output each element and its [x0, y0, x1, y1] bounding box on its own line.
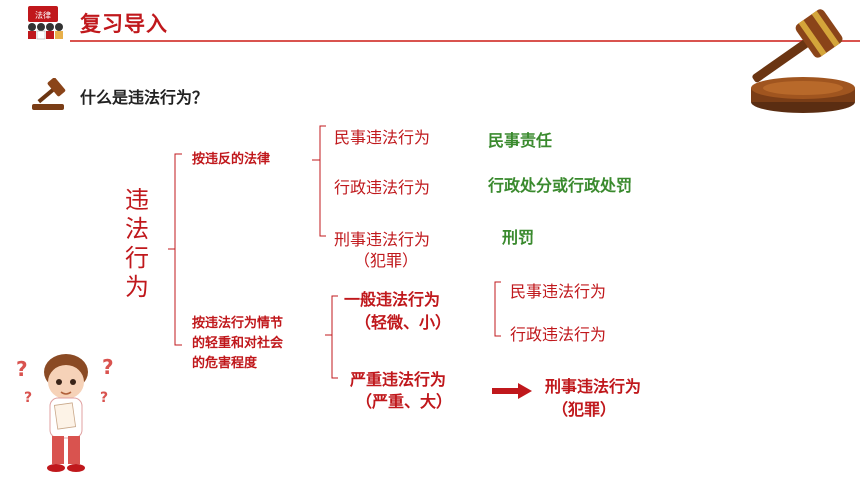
- gavel-small-icon: [28, 77, 68, 112]
- question-text: 什么是违法行为？: [80, 88, 209, 107]
- b2-serious-note: （严重、大）: [356, 392, 453, 411]
- thinking-boy-illustration: ? ? ? ?: [10, 346, 120, 476]
- branch2-label-line: 的危害程度: [192, 356, 258, 371]
- b1-item-criminal: 刑事违法行为: [334, 230, 431, 249]
- branch2-label-line: 的轻重和对社会: [192, 336, 284, 351]
- svg-text:?: ?: [102, 355, 114, 379]
- arrow-right-icon: [492, 383, 532, 403]
- b1-item-criminal-note: （犯罪）: [354, 251, 419, 270]
- b2-serious-result: 刑事违法行为: [545, 377, 642, 396]
- branch2-label-line: 按违法行为情节: [192, 316, 284, 331]
- logo-text: 法律: [35, 10, 51, 20]
- lawyer-logo-icon: 法律: [22, 4, 66, 40]
- b2-general-sub-civil: 民事违法行为: [510, 282, 607, 301]
- b2-serious-result-note: （犯罪）: [552, 400, 617, 419]
- b2-general-note: （轻微、小）: [355, 313, 452, 332]
- b2-serious: 严重违法行为: [350, 370, 447, 389]
- branch1-label: 按违反的法律: [192, 152, 271, 167]
- svg-text:?: ?: [16, 357, 28, 381]
- header-divider: [70, 40, 860, 42]
- page-title: 复习导入: [80, 12, 168, 36]
- b1-item-civil: 民事违法行为: [334, 128, 431, 147]
- root-char: 违: [125, 186, 149, 214]
- b1-item-admin: 行政违法行为: [334, 178, 431, 197]
- b2-general: 一般违法行为: [344, 290, 441, 309]
- gavel-icon: [728, 2, 858, 117]
- svg-text:?: ?: [100, 390, 108, 406]
- root-char: 为: [125, 273, 149, 301]
- svg-text:?: ?: [24, 390, 32, 406]
- b1-result-criminal: 刑罚: [502, 228, 535, 247]
- b1-result-admin: 行政处分或行政处罚: [488, 176, 633, 195]
- root-node: 违 法 行 为: [125, 186, 153, 302]
- b1-result-civil: 民事责任: [488, 131, 553, 150]
- root-char: 法: [125, 215, 149, 243]
- root-char: 行: [125, 244, 149, 272]
- b2-general-sub-admin: 行政违法行为: [510, 325, 607, 344]
- branch2-label: 按违法行为情节 的轻重和对社会 的危害程度: [192, 314, 327, 374]
